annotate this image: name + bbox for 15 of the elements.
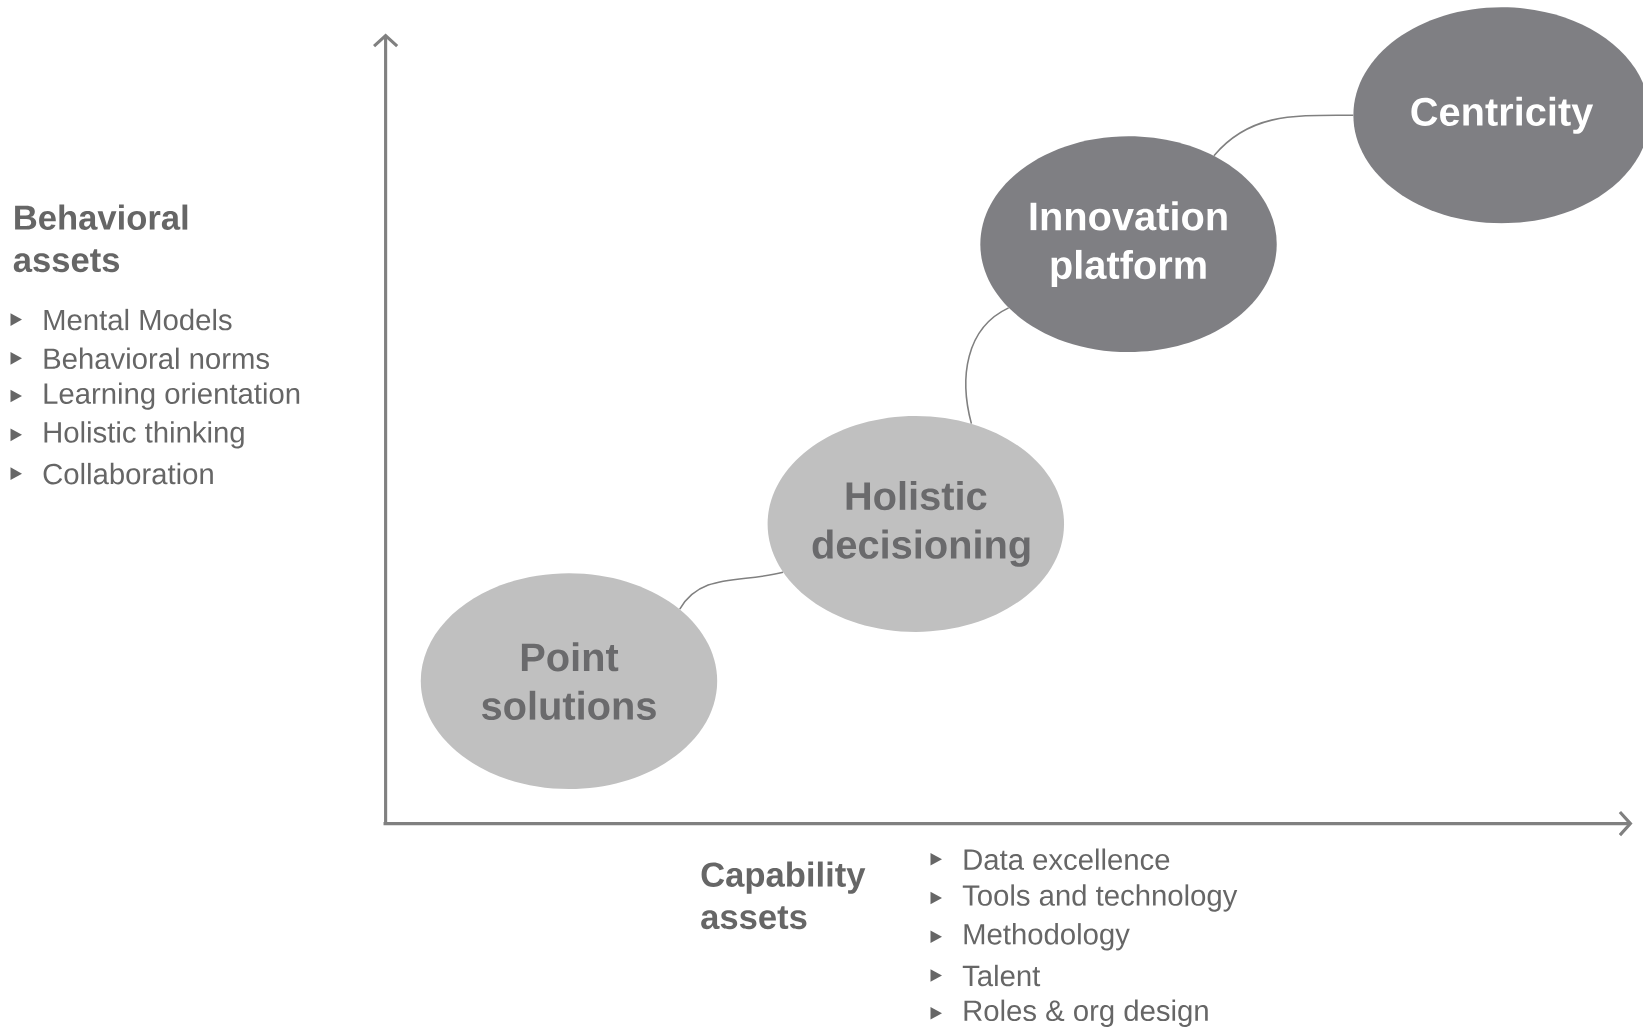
list-item: Holistic thinking [44,421,244,449]
list-item: Mental Models [44,308,232,331]
axis-heading: Capability assets [701,861,866,930]
connector-curve [679,571,784,610]
list-item: Collaboration [43,462,213,485]
list-item: Tools and technology [962,884,1238,912]
axis-heading: Behavioral assets [13,204,188,273]
list-item: Methodology [964,923,1130,951]
connector-curve [1213,114,1354,157]
list-item: Roles & org design [964,999,1208,1027]
list-item: Behavioral norms [44,347,269,370]
list-item: Learning orientation [44,382,300,410]
list-item: Talent [962,964,1041,987]
list-item: Data excellence [964,848,1170,870]
connector-curve [965,307,1010,425]
